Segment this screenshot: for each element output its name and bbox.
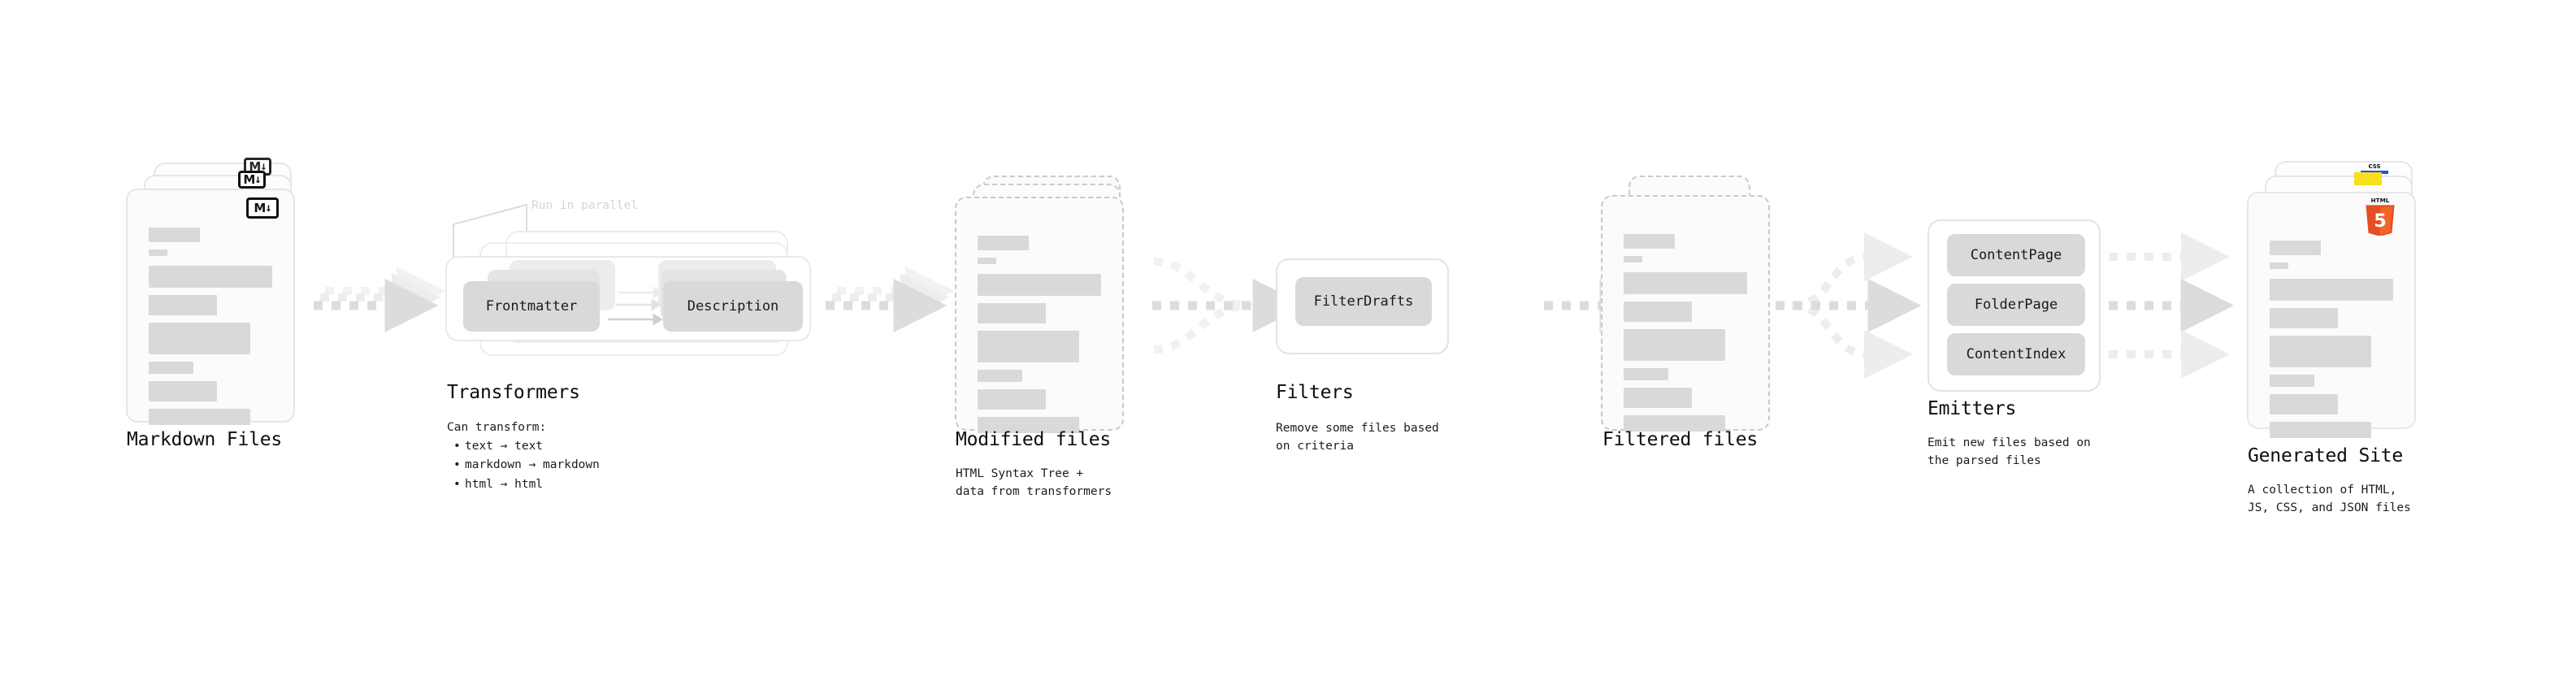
- html5-icon-wordmark: HTML: [2371, 197, 2390, 204]
- modified-placeholder-bars: [978, 236, 1101, 440]
- modified-card-front: [955, 197, 1124, 433]
- placeholder-bar: [978, 389, 1046, 410]
- transformers-bullet-text: text → text: [465, 440, 544, 453]
- bullet-icon: •: [453, 477, 461, 491]
- stage-title-filters: Filters: [1276, 382, 1354, 403]
- placeholder-bar: [1624, 415, 1725, 432]
- site-placeholder-bars: [2270, 241, 2393, 445]
- stage-title-modified-files: Modified files: [956, 429, 1112, 450]
- placeholder-bar: [978, 236, 1029, 250]
- emitter-chip-contentpage[interactable]: ContentPage: [1947, 234, 2085, 276]
- markdown-icon-letter: M: [254, 200, 266, 215]
- transformers-bullet-item: • markdown → markdown: [453, 456, 600, 475]
- placeholder-bar: [2270, 262, 2288, 269]
- placeholder-bar: [2270, 375, 2314, 387]
- modified-files-description: HTML Syntax Tree + data from transformer…: [956, 467, 1112, 499]
- css-icon-label: CSS: [2368, 163, 2381, 171]
- stage-title-filtered-files: Filtered files: [1602, 429, 1759, 450]
- placeholder-bar: [2270, 279, 2393, 301]
- placeholder-bar: [2270, 336, 2371, 367]
- css-icon: CSS: [2361, 158, 2388, 174]
- js-icon: JS: [2354, 172, 2382, 185]
- placeholder-bar: [149, 266, 272, 288]
- markdown-icon-arrow: ↓: [254, 173, 262, 186]
- markdown-icon: M↓: [246, 197, 279, 219]
- placeholder-bar: [149, 323, 250, 354]
- placeholder-bar: [1624, 256, 1642, 262]
- placeholder-bar: [2270, 308, 2338, 328]
- transformers-bullet-list: • text → text • markdown → markdown • html …: [453, 437, 600, 494]
- emitter-chip-folderpage[interactable]: FolderPage: [1947, 284, 2085, 326]
- placeholder-bar: [1624, 329, 1725, 361]
- markdown-icon-letter: M: [249, 158, 261, 174]
- bullet-icon: •: [453, 440, 461, 453]
- html5-icon: HTML 5: [2363, 197, 2397, 236]
- transformer-chip-frontmatter[interactable]: Frontmatter: [463, 281, 600, 332]
- transformer-chip-description[interactable]: Description: [663, 281, 803, 332]
- modified-files-stack: [955, 176, 1134, 437]
- transformers-bullet-text: html → html: [465, 477, 544, 491]
- stage-title-generated-site: Generated Site: [2248, 445, 2404, 466]
- markdown-icon-letter: M: [243, 171, 255, 187]
- placeholder-bar: [1624, 272, 1747, 294]
- placeholder-bar: [2270, 422, 2371, 438]
- placeholder-bar: [1624, 388, 1692, 408]
- placeholder-bar: [2270, 394, 2338, 414]
- markdown-icon-mid: M↓: [238, 171, 266, 189]
- placeholder-bar: [149, 295, 217, 315]
- transformers-group: Frontmatter Description: [445, 195, 827, 358]
- transformers-bullet-item: • text → text: [453, 437, 600, 456]
- placeholder-bar: [978, 417, 1079, 433]
- markdown-card-front: [126, 189, 295, 425]
- arrow-emitters-to-site: [2109, 232, 2235, 379]
- transformer-internal-arrows: [608, 286, 663, 326]
- placeholder-bar: [149, 249, 167, 256]
- placeholder-bar: [1624, 234, 1675, 249]
- markdown-placeholder-bars: [149, 228, 272, 432]
- arrow-markdown-to-transformers: [314, 267, 445, 332]
- run-in-parallel-label: Run in parallel: [531, 199, 638, 212]
- transformers-description-heading: Can transform:: [447, 421, 547, 434]
- bullet-icon: •: [453, 458, 461, 472]
- placeholder-bar: [978, 370, 1022, 382]
- placeholder-bar: [149, 409, 250, 425]
- stage-title-markdown-files: Markdown Files: [127, 429, 283, 450]
- placeholder-bar: [1624, 368, 1668, 380]
- emitters-description: Emit new files based on the parsed files: [1928, 436, 2091, 468]
- placeholder-bar: [149, 362, 193, 374]
- placeholder-bar: [2270, 241, 2321, 255]
- placeholder-bar: [978, 331, 1079, 362]
- placeholder-bar: [149, 381, 217, 401]
- markdown-files-stack: M↓ M↓ M↓: [126, 158, 305, 425]
- transformers-bullet-text: markdown → markdown: [465, 458, 600, 472]
- filtered-files-stack: [1601, 176, 1780, 437]
- arrow-transformers-to-modified: [826, 267, 954, 332]
- arrow-filtered-to-emitters: [1776, 232, 1922, 379]
- filter-chip-filterdrafts[interactable]: FilterDrafts: [1295, 277, 1432, 326]
- generated-site-description: A collection of HTML, JS, CSS, and JSON …: [2248, 484, 2411, 515]
- placeholder-bar: [978, 303, 1046, 323]
- stage-title-emitters: Emitters: [1928, 398, 2017, 419]
- filtered-placeholder-bars: [1624, 234, 1747, 439]
- markdown-icon-arrow: ↓: [265, 202, 272, 215]
- placeholder-bar: [978, 274, 1101, 296]
- transformers-bullet-item: • html → html: [453, 475, 600, 494]
- filtered-card-front: [1601, 195, 1770, 432]
- markdown-icon-arrow: ↓: [260, 160, 267, 173]
- arrow-modified-to-filters: [1152, 258, 1307, 354]
- html5-icon-digit: 5: [2374, 210, 2387, 232]
- stage-title-transformers: Transformers: [447, 382, 580, 403]
- filters-description: Remove some files based on criteria: [1276, 422, 1439, 453]
- placeholder-bar: [978, 258, 996, 264]
- placeholder-bar: [149, 228, 200, 242]
- emitter-chip-contentindex[interactable]: ContentIndex: [1947, 333, 2085, 375]
- site-card-front-html: [2247, 192, 2416, 438]
- placeholder-bar: [1624, 301, 1692, 322]
- generated-site-stack: CSS JS HTML 5: [2247, 158, 2434, 438]
